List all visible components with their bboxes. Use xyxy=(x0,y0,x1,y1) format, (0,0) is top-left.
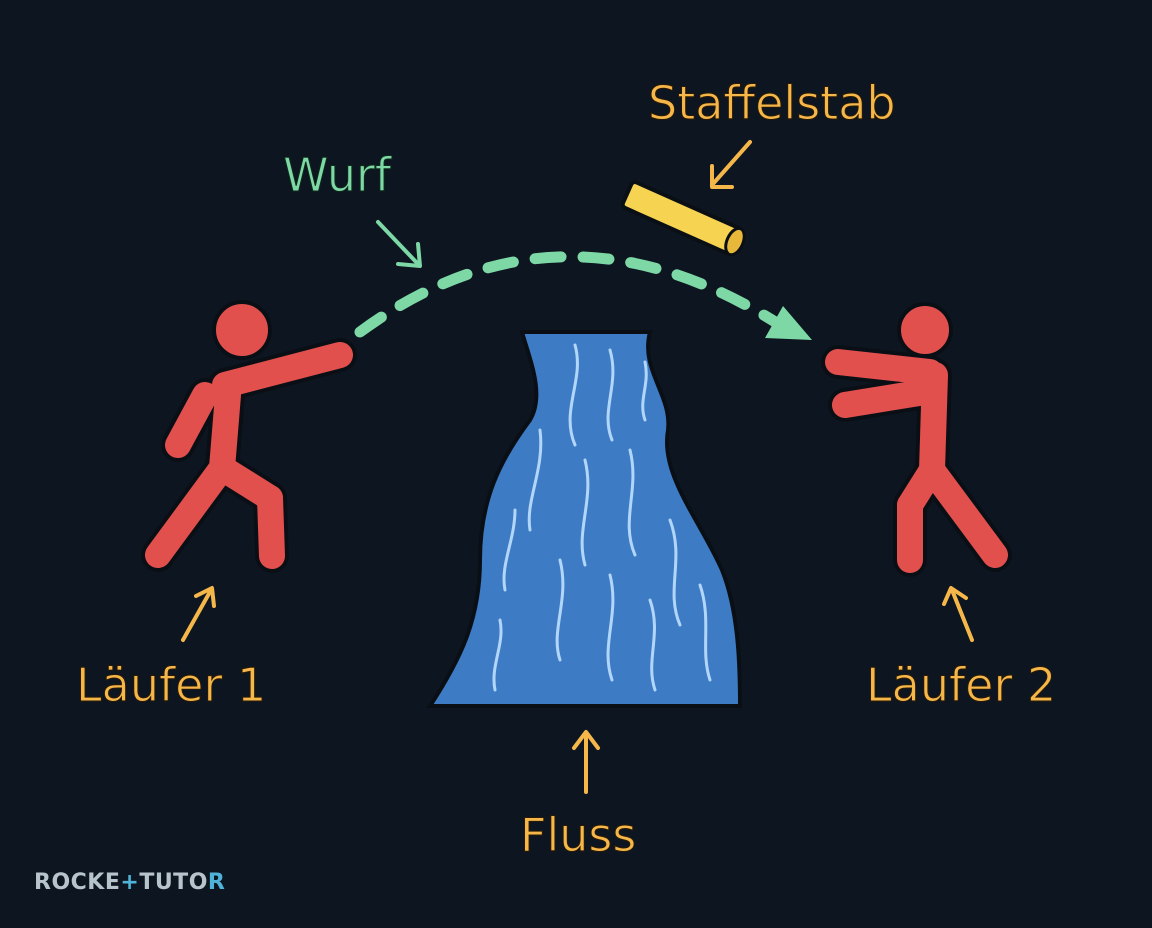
runner-2-figure xyxy=(821,302,1012,577)
throw-arrowhead xyxy=(765,306,812,340)
label-fluss: Fluss xyxy=(519,808,637,862)
label-wurf: Wurf xyxy=(282,148,392,202)
arrow-to-river xyxy=(572,730,600,794)
arrow-to-baton xyxy=(710,140,752,189)
label-laeufer-1: Läufer 1 xyxy=(75,658,267,712)
baton xyxy=(620,180,746,257)
logo-part-accent: + xyxy=(120,870,140,895)
river xyxy=(426,330,743,708)
arrow-to-runner-2 xyxy=(942,586,974,642)
label-laeufer-2: Läufer 2 xyxy=(865,658,1057,712)
arrow-to-throw xyxy=(376,220,422,268)
arrow-to-runner-1 xyxy=(181,586,216,642)
logo-part-accent: R xyxy=(207,870,226,895)
runner-1-figure xyxy=(141,300,357,573)
watermark-logo: ROCKE+TUTOR xyxy=(34,872,225,894)
throw-arc xyxy=(354,251,812,340)
logo-part: ROCKE xyxy=(34,870,121,895)
logo-part: TUTO xyxy=(139,870,208,895)
label-staffelstab: Staffelstab xyxy=(648,76,897,130)
